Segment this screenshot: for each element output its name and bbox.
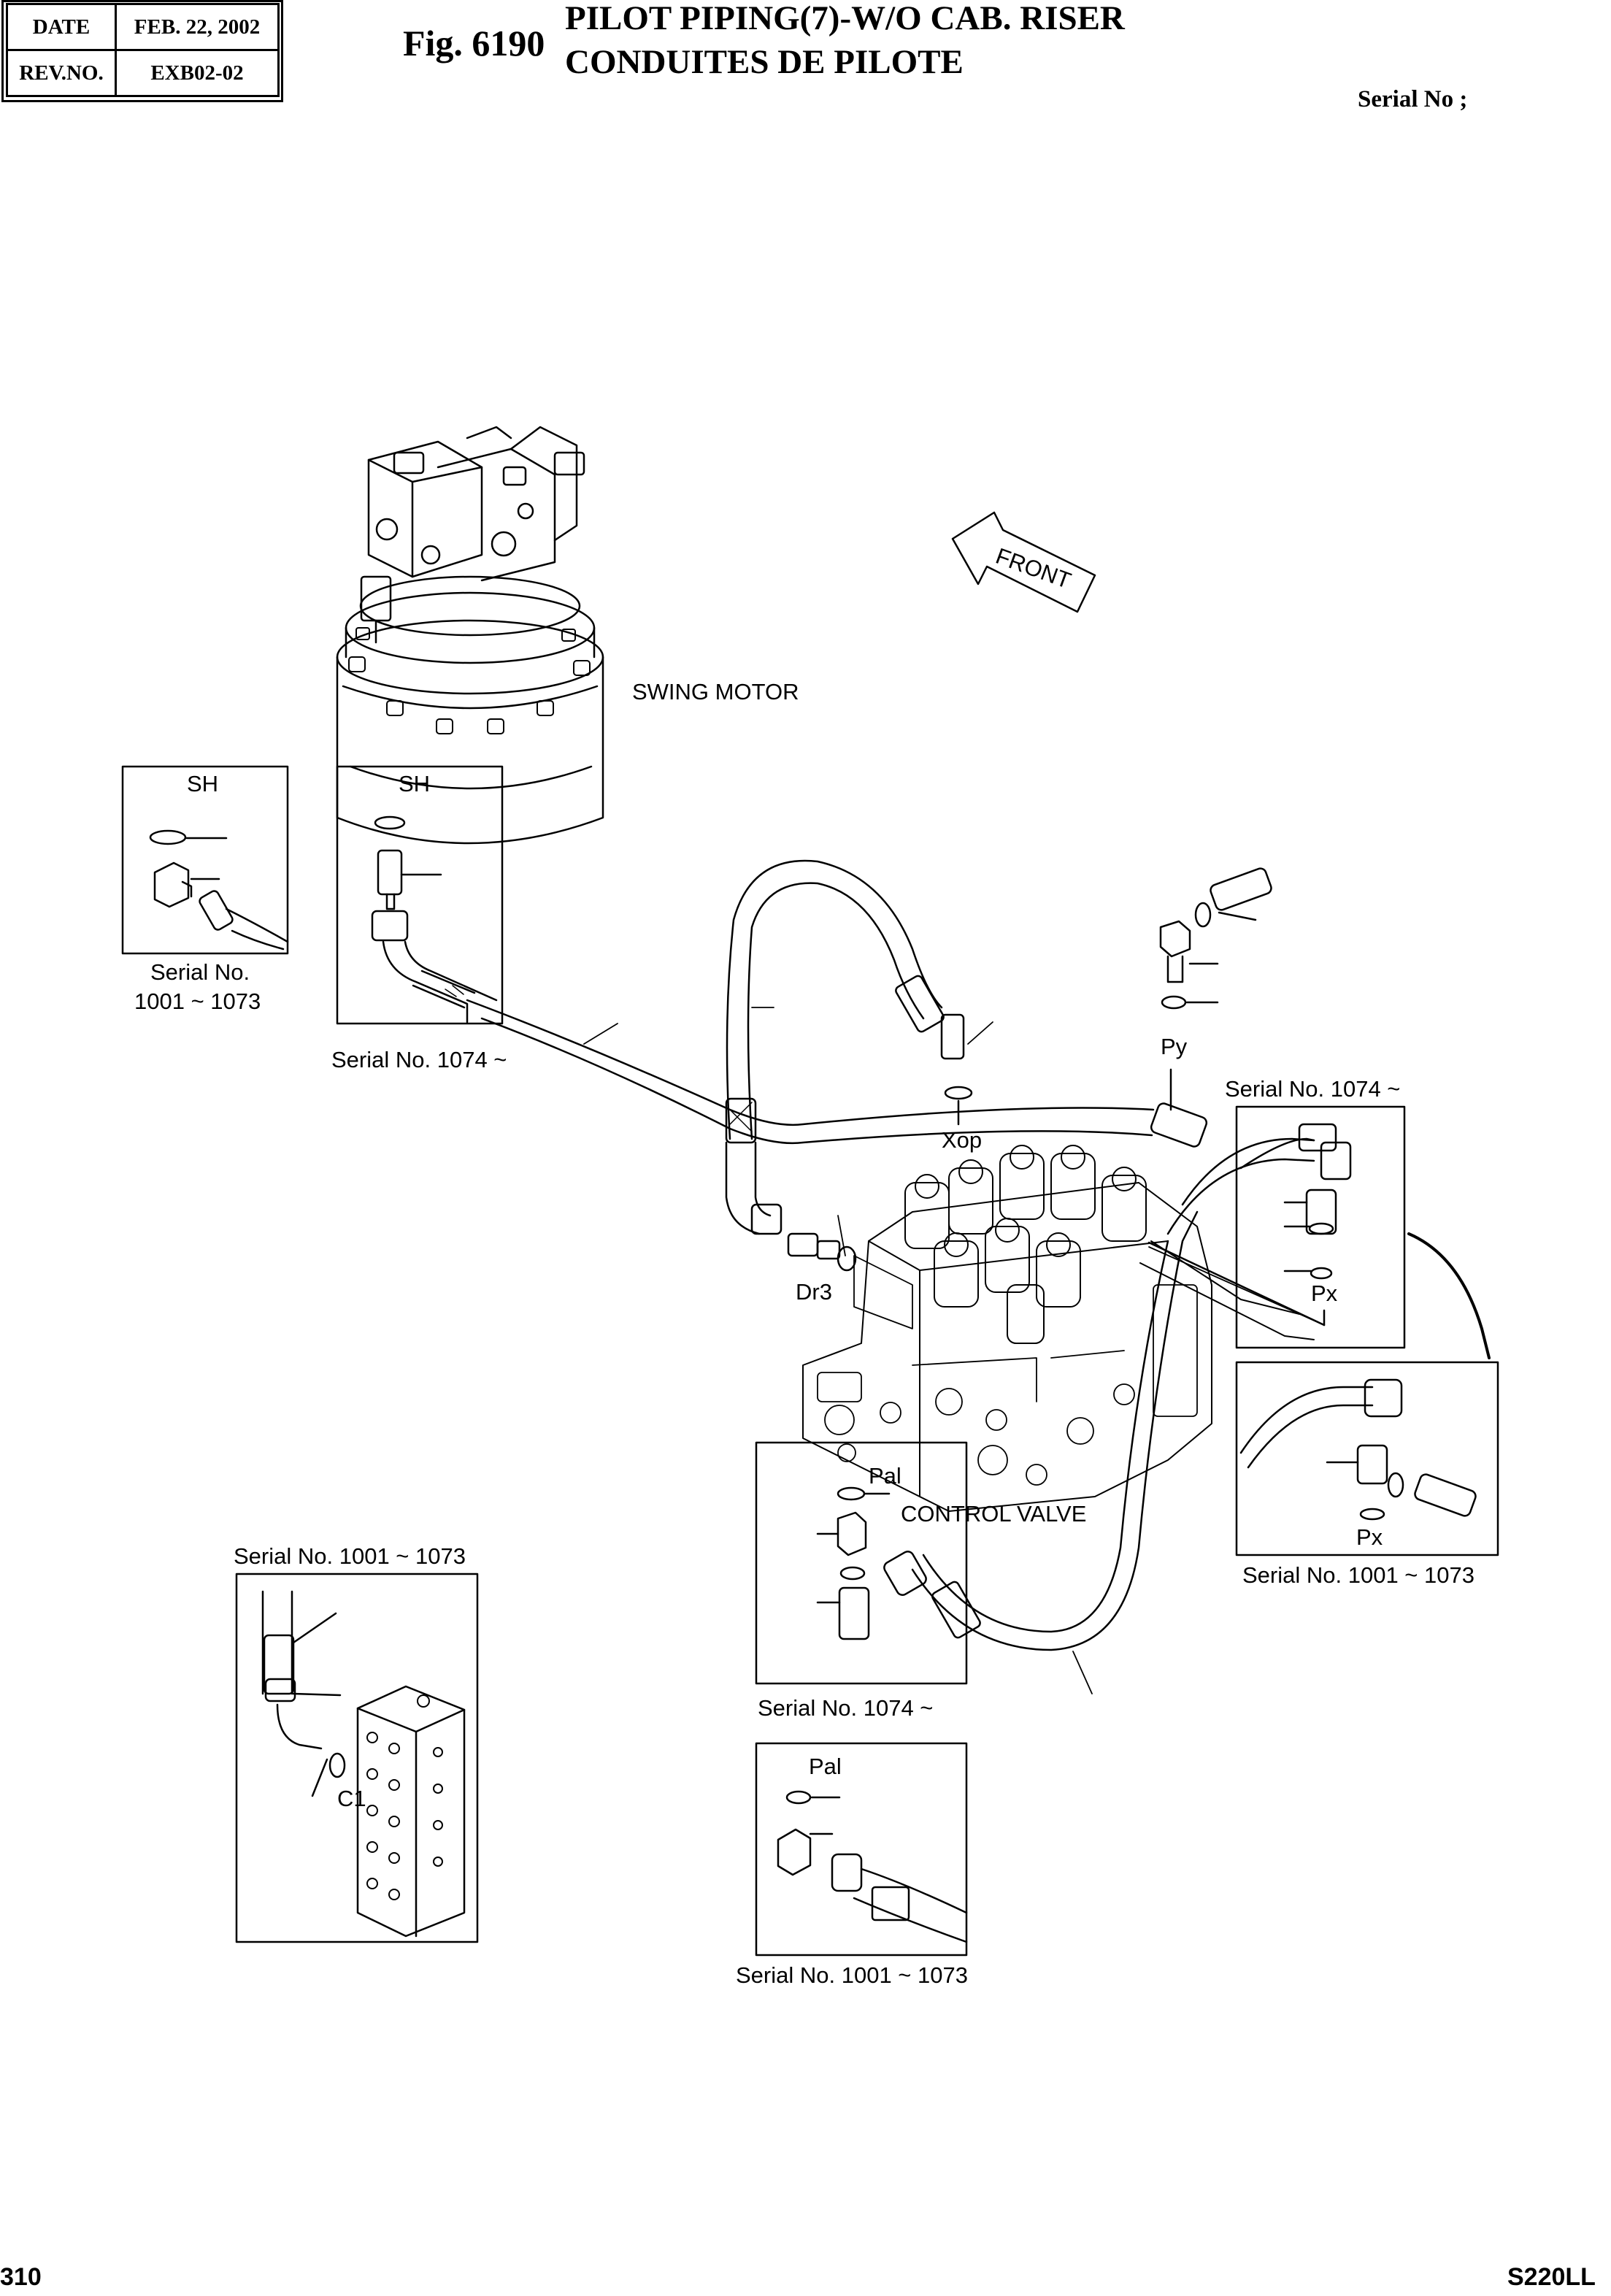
label-serial-1001-1073-a-line1: Serial No. <box>150 959 250 985</box>
leader-lines <box>583 1007 1325 1694</box>
label-sh-left: SH <box>187 771 218 796</box>
label-py: Py <box>1161 1034 1188 1059</box>
detail-box-px-1074 <box>1147 1105 1406 1349</box>
rev-label: REV.NO. <box>6 49 117 97</box>
label-control-valve: CONTROL VALVE <box>901 1501 1086 1527</box>
detail-box-sh-1001-1073 <box>121 765 289 955</box>
label-xop: Xop <box>942 1127 982 1153</box>
label-px-lower: Px <box>1356 1524 1383 1550</box>
date-label: DATE <box>6 3 117 51</box>
diagram-labels: SWING MOTOR FRONT SH SH Serial No. 1001 … <box>134 543 1474 1988</box>
model-code: S220LL <box>1507 2263 1596 2291</box>
swing-motor-drawing <box>336 426 604 845</box>
date-value: FEB. 22, 2002 <box>115 3 280 51</box>
detail-box-sh-1074 <box>336 765 504 1025</box>
page-title-english: PILOT PIPING(7)-W/O CAB. RISER <box>565 0 1125 37</box>
label-serial-1001-1073-a-line2: 1001 ~ 1073 <box>134 988 261 1014</box>
label-sh-center: SH <box>399 771 430 796</box>
py-fittings <box>944 867 1272 1126</box>
revision-table: DATE FEB. 22, 2002 REV.NO. EXB02-02 <box>6 3 280 97</box>
label-dr3: Dr3 <box>796 1279 832 1305</box>
figure-number: Fig. 6190 <box>403 23 545 64</box>
detail-box-pal-1001-1073 <box>755 1742 968 1957</box>
callout-arrow <box>1407 1232 1491 1359</box>
label-front: FRONT <box>993 543 1074 594</box>
label-pal-lower: Pal <box>809 1754 842 1779</box>
detail-box-c1-1001-1073 <box>235 1573 479 1943</box>
label-serial-1074-b: Serial No. 1074 ~ <box>1225 1076 1400 1102</box>
detail-box-px-1001-1073 <box>1235 1361 1499 1556</box>
label-px-upper: Px <box>1311 1281 1338 1306</box>
detail-box-pal-1074 <box>755 1441 981 1685</box>
label-c1: C1 <box>337 1786 366 1811</box>
header-frame <box>1 0 283 102</box>
label-swing-motor: SWING MOTOR <box>632 679 799 704</box>
pilot-hoses <box>466 859 1315 1651</box>
front-arrow-icon <box>951 511 1096 613</box>
label-serial-1074-c: Serial No. 1074 ~ <box>758 1695 933 1721</box>
label-serial-1074-a: Serial No. 1074 ~ <box>331 1047 507 1072</box>
rev-value: EXB02-02 <box>115 49 280 97</box>
label-serial-1001-1073-b: Serial No. 1001 ~ 1073 <box>1242 1562 1474 1588</box>
label-serial-1001-1073-d: Serial No. 1001 ~ 1073 <box>736 1962 968 1988</box>
label-serial-1001-1073-c: Serial No. 1001 ~ 1073 <box>234 1543 466 1569</box>
page-number: 310 <box>0 2263 42 2291</box>
control-valve-drawing <box>802 1145 1315 1512</box>
page-title-french: CONDUITES DE PILOTE <box>565 43 964 81</box>
serial-number-heading: Serial No ; <box>1358 86 1468 112</box>
label-pal-upper: Pal <box>869 1463 901 1489</box>
